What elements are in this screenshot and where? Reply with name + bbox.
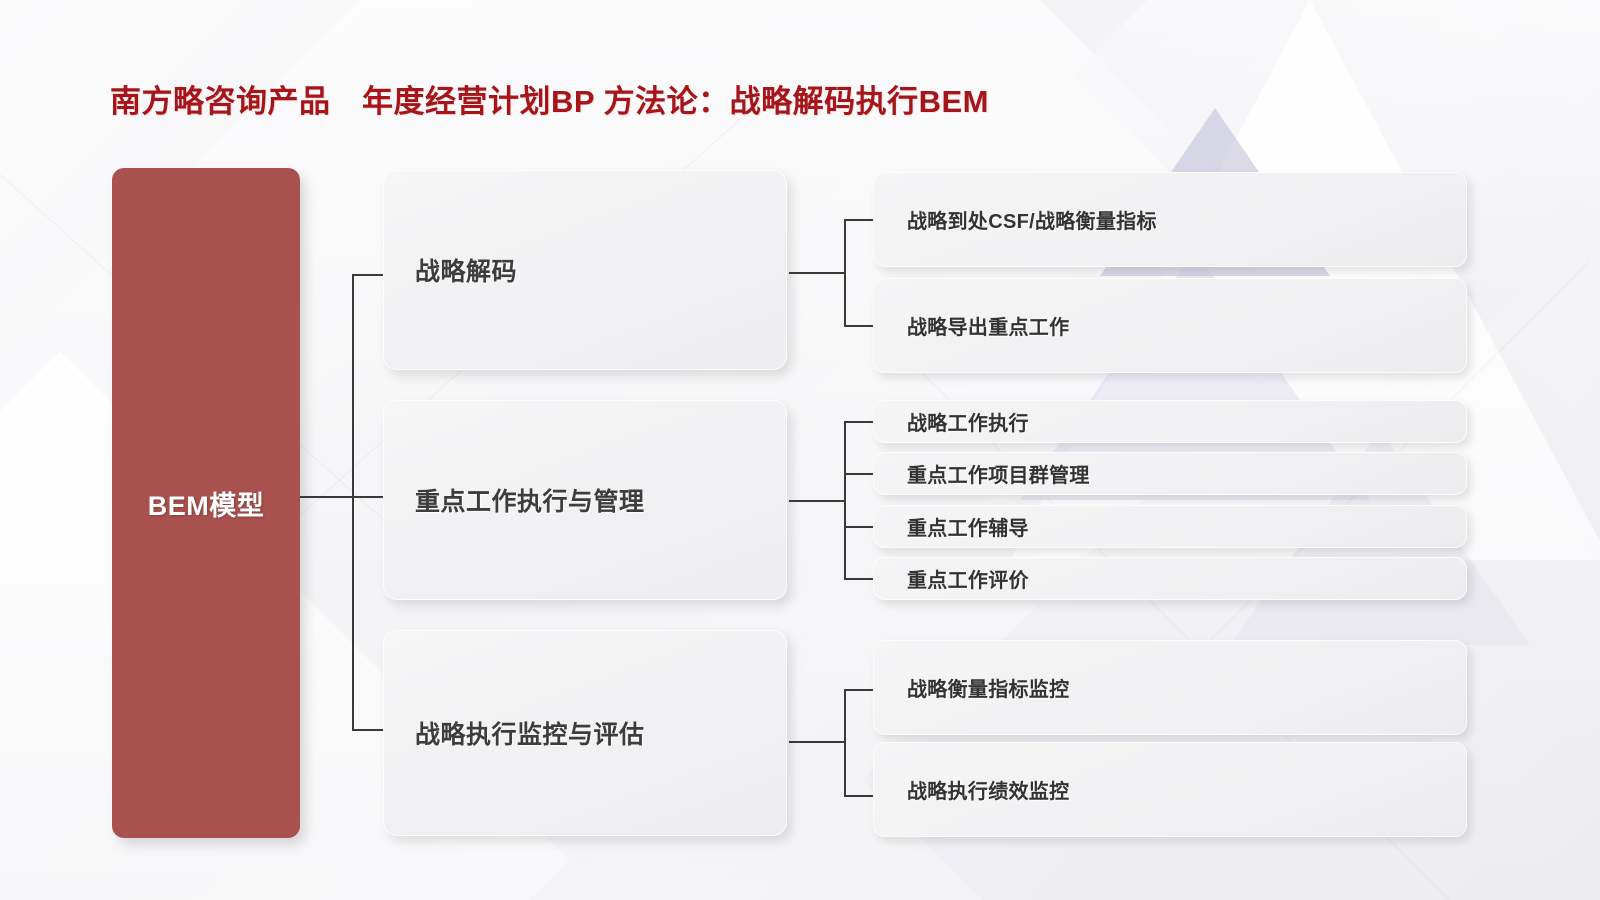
connector-group0-branch-1	[844, 325, 875, 327]
connector-level2-branch-2	[352, 729, 385, 731]
level3-node-1-0-label: 战略工作执行	[907, 413, 1029, 435]
level2-node-0[interactable]: 战略解码	[383, 170, 787, 370]
level2-node-1[interactable]: 重点工作执行与管理	[383, 400, 787, 600]
connector-level2-branch-0	[352, 274, 385, 276]
level2-node-1-label: 重点工作执行与管理	[415, 488, 645, 516]
connector-group0-stem	[789, 272, 846, 274]
connector-level2-trunk	[352, 274, 354, 730]
level3-node-1-0[interactable]: 战略工作执行	[873, 400, 1467, 443]
level2-node-0-label: 战略解码	[415, 258, 518, 286]
level3-node-1-3-label: 重点工作评价	[907, 570, 1029, 592]
connector-group1-trunk	[844, 421, 846, 580]
level3-node-0-1-label: 战略导出重点工作	[907, 317, 1070, 339]
level3-node-1-3[interactable]: 重点工作评价	[873, 557, 1467, 600]
page-title: 南方略咨询产品 年度经营计划BP 方法论：战略解码执行BEM	[110, 84, 990, 119]
root-node-bem-model[interactable]: BEM模型	[112, 168, 300, 838]
level3-node-2-0[interactable]: 战略衡量指标监控	[873, 640, 1467, 735]
connector-group1-branch-3	[844, 578, 875, 580]
connector-group1-branch-0	[844, 421, 875, 423]
level3-node-1-1-label: 重点工作项目群管理	[907, 465, 1090, 487]
connector-group1-branch-1	[844, 473, 875, 475]
connector-level2-branch-1	[352, 496, 385, 498]
connector-group2-branch-0	[844, 689, 875, 691]
connector-group2-branch-1	[844, 795, 875, 797]
level3-node-2-1[interactable]: 战略执行绩效监控	[873, 742, 1467, 837]
level3-node-0-0-label: 战略到处CSF/战略衡量指标	[907, 211, 1157, 233]
connector-group1-branch-2	[844, 526, 875, 528]
level3-node-1-2[interactable]: 重点工作辅导	[873, 505, 1467, 548]
level3-node-0-1[interactable]: 战略导出重点工作	[873, 278, 1467, 373]
level2-node-2-label: 战略执行监控与评估	[415, 721, 645, 749]
level3-node-1-1[interactable]: 重点工作项目群管理	[873, 452, 1467, 495]
level2-node-2[interactable]: 战略执行监控与评估	[383, 630, 787, 836]
connector-group2-stem	[789, 741, 846, 743]
level3-node-1-2-label: 重点工作辅导	[907, 518, 1029, 540]
level3-node-0-0[interactable]: 战略到处CSF/战略衡量指标	[873, 172, 1467, 267]
connector-root-stem	[300, 496, 354, 498]
connector-group0-trunk	[844, 219, 846, 327]
level3-node-2-1-label: 战略执行绩效监控	[907, 781, 1070, 803]
connector-group2-trunk	[844, 689, 846, 797]
level3-node-2-0-label: 战略衡量指标监控	[907, 679, 1070, 701]
root-node-label: BEM模型	[147, 490, 265, 521]
connector-group1-stem	[789, 500, 846, 502]
connector-group0-branch-0	[844, 219, 875, 221]
